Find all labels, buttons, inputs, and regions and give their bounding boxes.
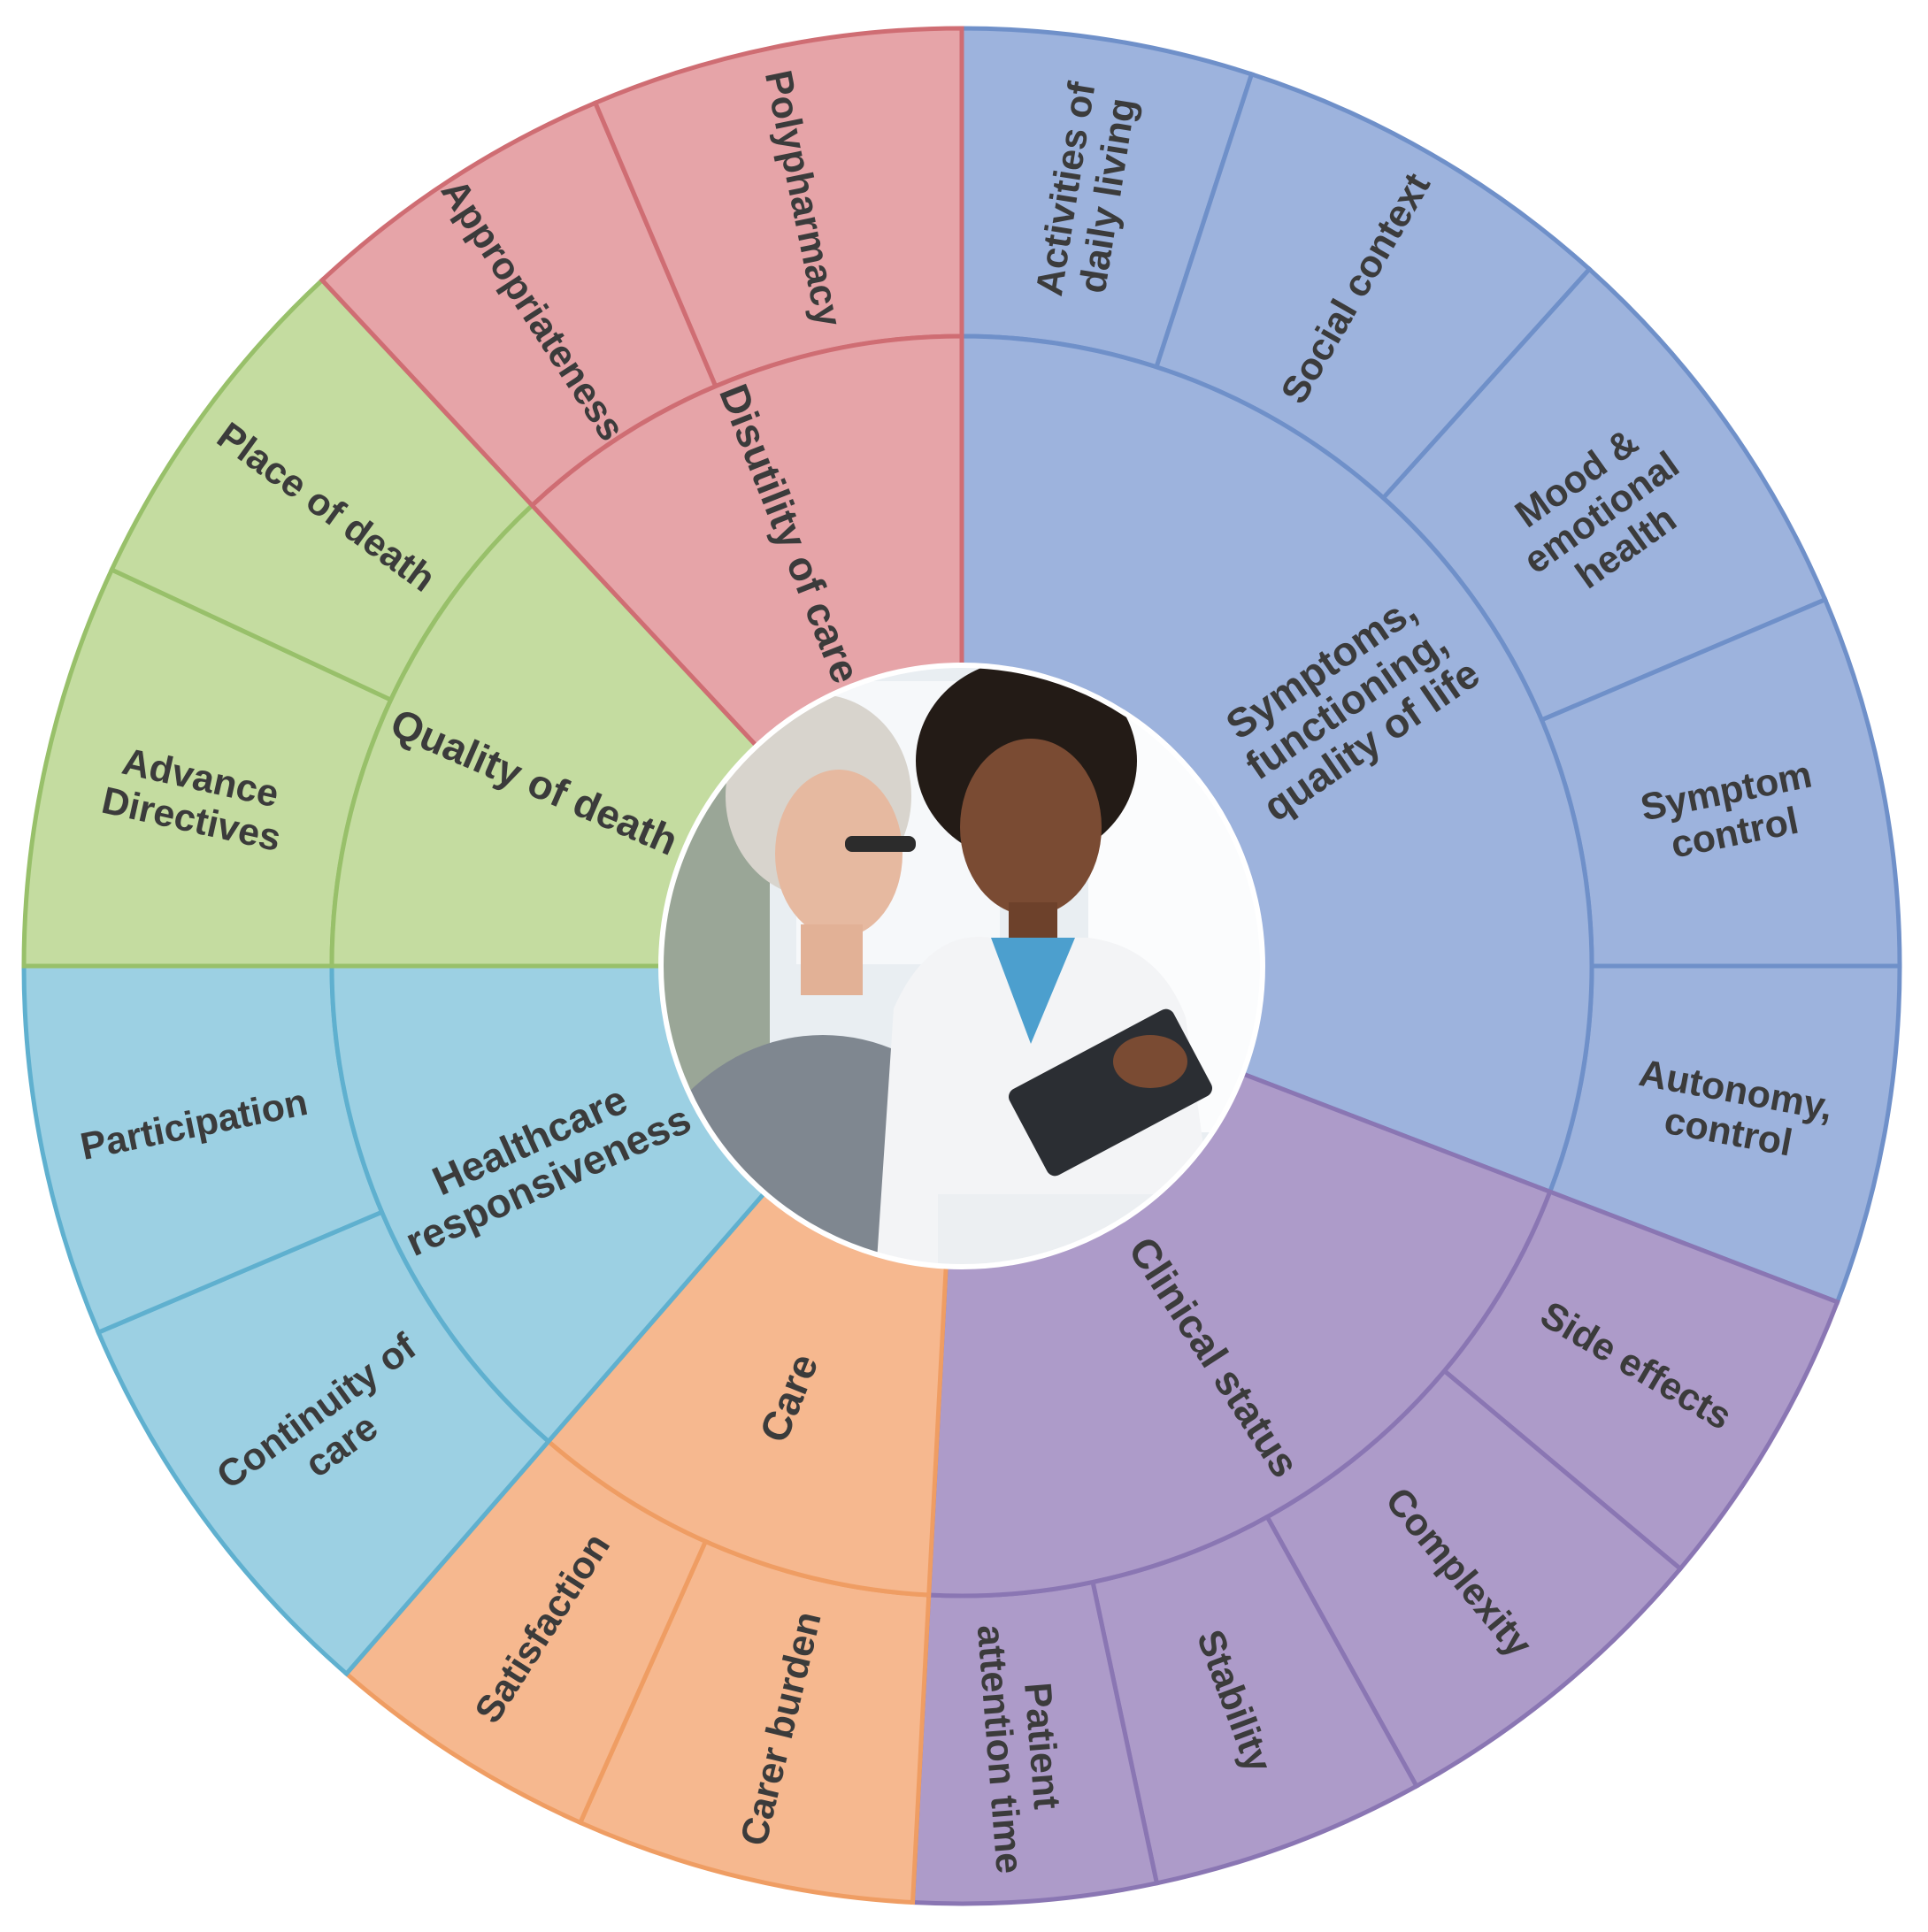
inner-ring bbox=[329, 334, 1594, 1598]
outer-ring bbox=[21, 26, 1902, 1906]
